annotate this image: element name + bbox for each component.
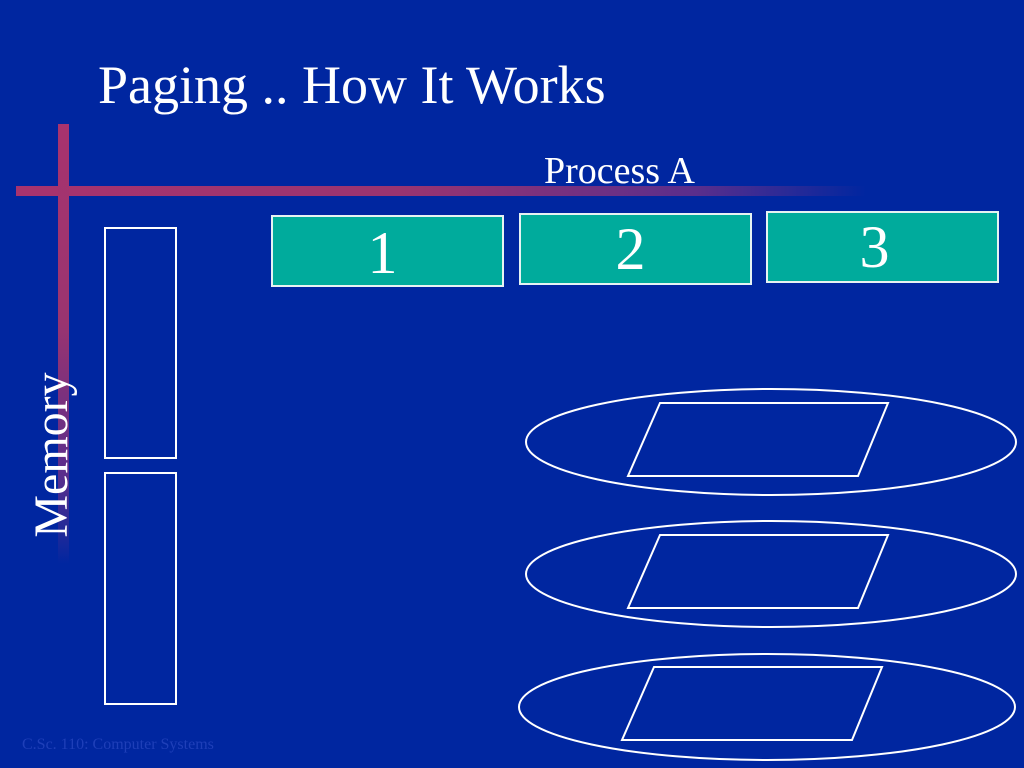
disk-item-2	[525, 520, 1017, 628]
disk-item-1	[525, 388, 1017, 496]
slide-footer: C.Sc. 110: Computer Systems	[22, 736, 214, 753]
disk-page-3	[620, 666, 884, 741]
process-page-2: 2	[519, 213, 752, 285]
process-page-3-label: 3	[859, 214, 890, 280]
disk-page-1	[626, 402, 890, 477]
memory-frame-2	[104, 472, 177, 705]
disk-ellipse-3	[518, 653, 1016, 761]
disk-ellipse-2	[525, 520, 1017, 628]
process-label: Process A	[544, 150, 695, 192]
process-page-3: 3	[766, 211, 999, 283]
disk-page-2	[626, 534, 890, 609]
process-page-2-label: 2	[615, 216, 646, 282]
memory-label: Memory	[25, 372, 78, 538]
memory-frame-1	[104, 227, 177, 459]
disk-ellipse-1	[525, 388, 1017, 496]
accent-bar-vertical	[58, 124, 69, 564]
disk-item-3	[518, 653, 1016, 761]
accent-bar-horizontal	[16, 186, 866, 196]
process-page-1: 1	[271, 215, 504, 287]
process-page-1-label: 1	[367, 220, 398, 286]
slide-title: Paging .. How It Works	[98, 55, 606, 115]
